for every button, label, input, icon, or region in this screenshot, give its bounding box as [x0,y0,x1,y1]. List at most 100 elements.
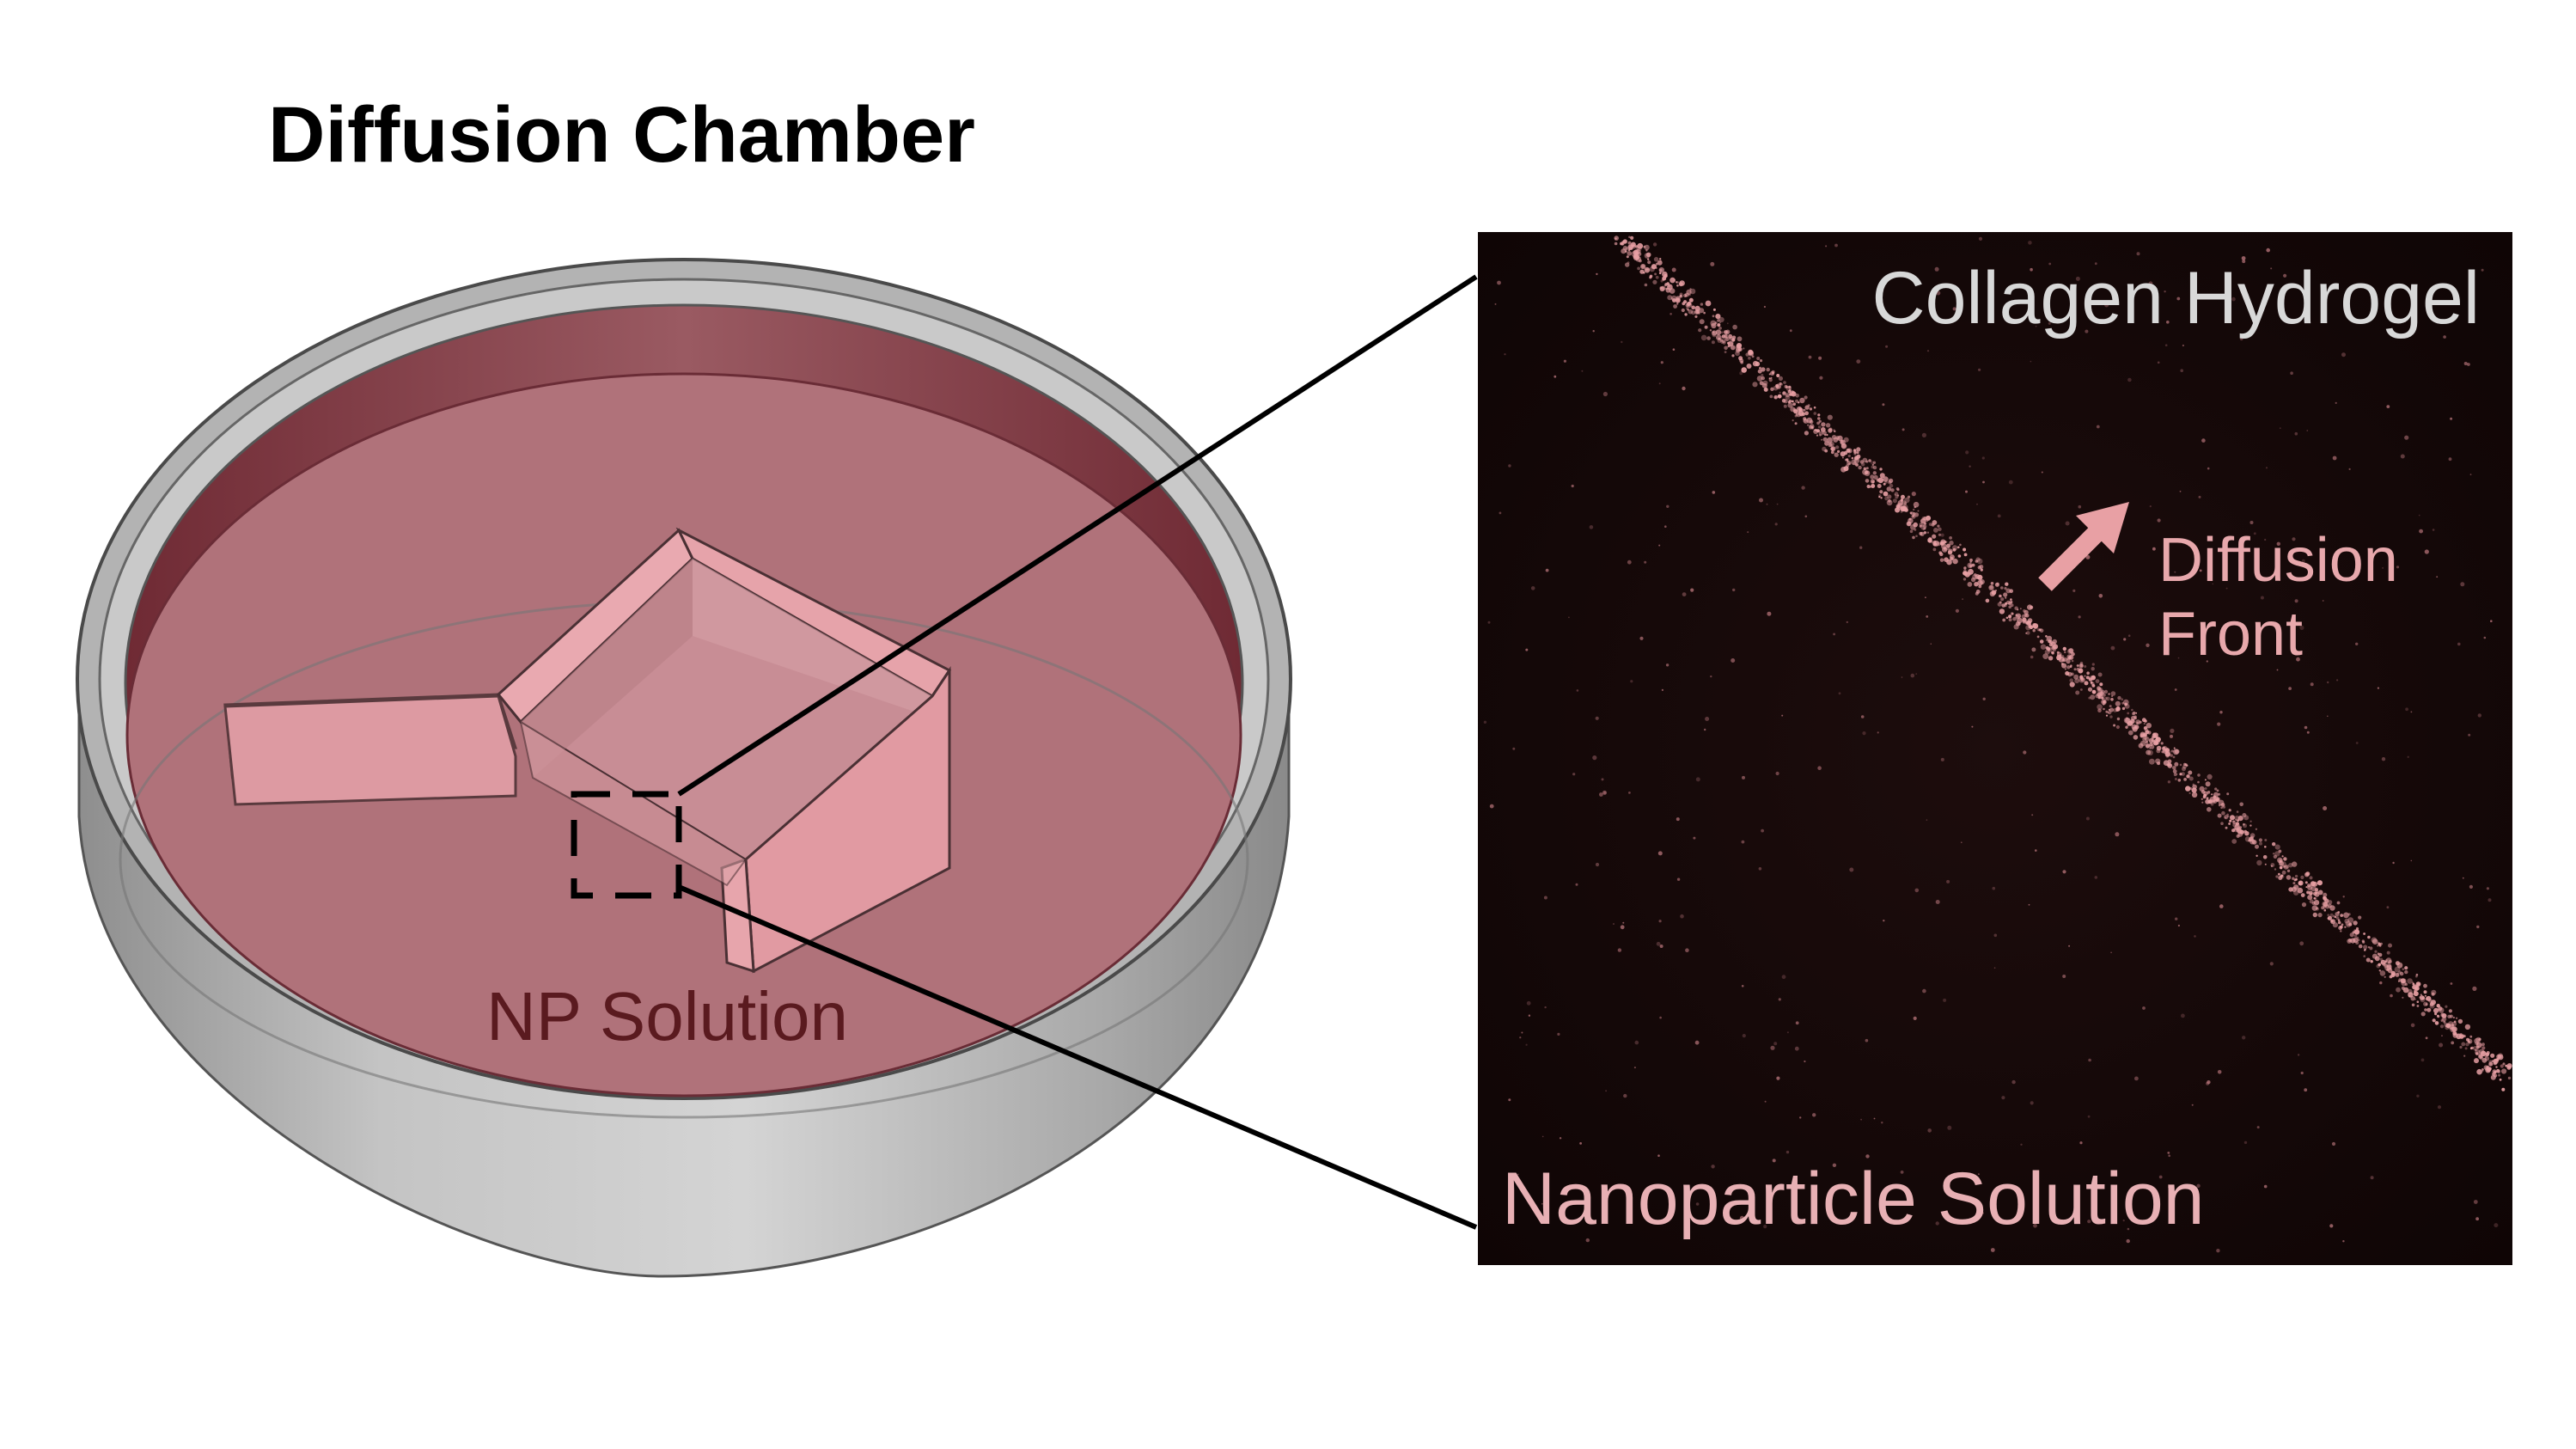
front-particle [2378,963,2381,967]
front-particle [1895,487,1900,491]
front-particle [2113,724,2116,727]
speckle [1901,428,1905,431]
front-particle [2101,699,2107,706]
speckle [1785,1150,1790,1154]
speckle [2407,755,2409,758]
front-particle [2199,786,2205,792]
front-particle [1716,334,1722,341]
front-particle [2486,1051,2490,1055]
front-particle [2102,693,2106,697]
front-particle [1877,477,1884,484]
front-particle [1712,308,1716,311]
speckle [2460,582,2465,587]
speckle [2264,538,2267,541]
speckle [1605,1090,1607,1092]
front-particle [2205,781,2211,787]
speckle [1926,819,1928,821]
front-particle [2074,678,2080,684]
front-particle [2258,838,2262,842]
front-particle [2274,844,2280,850]
front-particle [1790,407,1796,413]
front-particle [2231,839,2237,844]
front-particle [2259,841,2262,846]
front-particle [2353,929,2360,935]
front-particle [2242,813,2247,817]
front-particle [2045,645,2049,651]
front-particle [1798,401,1800,404]
speckle [2410,859,2413,862]
front-particle [1655,275,1659,279]
front-particle [1715,314,1721,320]
front-particle [2156,745,2162,751]
speckle [2181,1013,2185,1018]
front-particle [1957,554,1962,558]
front-particle [1664,284,1667,287]
front-particle [1872,461,1877,464]
front-particle [2153,741,2158,746]
speckle [1568,616,1570,619]
front-particle [2420,1012,2426,1017]
speckle [1990,1248,1995,1252]
speckle [1563,359,1566,363]
speckle [1976,503,1978,505]
front-particle [1854,455,1859,461]
front-particle [1673,304,1677,309]
front-particle [2336,901,2341,905]
front-particle [1964,572,1970,578]
front-particle [2399,971,2404,976]
front-particle [2226,813,2229,816]
speckle [2075,276,2080,281]
speckle [2062,870,2066,874]
front-particle [2282,865,2286,868]
front-particle [1625,247,1628,251]
front-particle [1827,414,1833,420]
speckle [2033,1223,2037,1228]
front-particle [2404,969,2408,975]
speckle [1763,1225,1767,1229]
front-particle [2204,779,2207,781]
front-particle [2173,773,2177,777]
front-particle [2481,1052,2484,1055]
speckle [2194,935,2196,938]
front-particle [1728,340,1734,346]
front-particle [2339,925,2343,929]
front-particle [2378,952,2383,957]
front-particle [1883,491,1889,497]
front-particle [2084,681,2089,686]
front-particle [1879,490,1883,494]
front-particle [1756,357,1761,360]
front-particle [1731,335,1737,339]
front-particle [2201,798,2203,800]
front-particle [1959,543,1962,547]
speckle [1557,1032,1560,1036]
speckle [1525,1043,1528,1046]
front-particle [1768,373,1771,376]
speckle [2463,362,2468,365]
speckle [1494,303,1497,305]
speckle [2127,712,2130,715]
speckle [2094,262,2097,266]
front-particle [1963,578,1967,581]
front-particle [1818,431,1823,436]
front-particle [2090,694,2096,700]
front-particle [2452,1031,2457,1036]
speckle [1685,948,1689,952]
front-particle [2412,984,2418,990]
speckle [2290,371,2293,376]
speckle [1930,643,1932,645]
front-particle [2386,951,2390,955]
front-particle [2059,654,2062,657]
speckle [2020,1143,2023,1146]
speckle [1742,775,1745,780]
front-particle [2411,1003,2415,1007]
front-particle [2147,749,2153,755]
speckle [1652,242,1657,247]
front-particle [2045,635,2048,638]
speckle [1596,272,1598,276]
speckle [1774,523,1778,526]
front-particle [2294,874,2298,878]
speckle [1602,391,1608,397]
speckle [2467,363,2470,366]
front-particle [1978,584,1982,589]
front-particle [2011,613,2014,615]
